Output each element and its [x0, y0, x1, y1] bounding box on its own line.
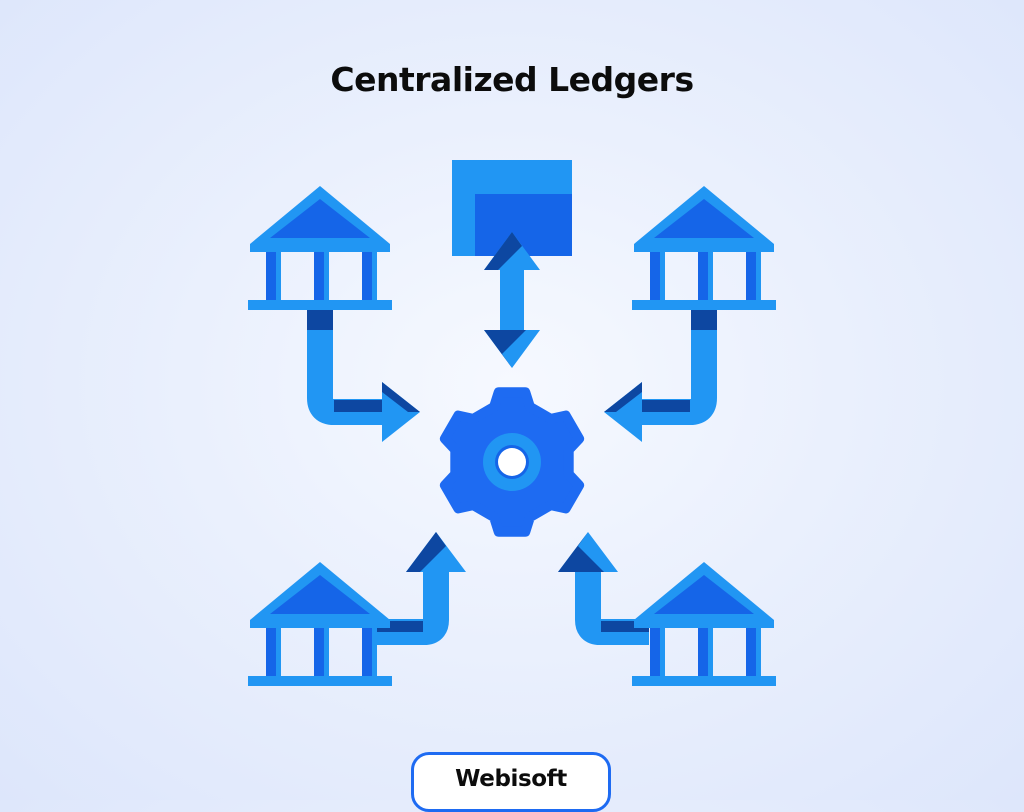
connector-arrow-bottom-left — [375, 532, 466, 645]
bank-icon — [248, 186, 392, 310]
diagram-title: Centralized Ledgers — [330, 60, 694, 99]
connector-arrow-top-left — [307, 310, 420, 442]
brand-logo-text: Webisoft — [455, 766, 567, 792]
bidirectional-arrow — [484, 232, 540, 368]
bank-icon — [632, 562, 776, 686]
bank-icon — [248, 562, 392, 686]
connector-arrow-bottom-right — [558, 532, 649, 645]
bank-icon — [632, 186, 776, 310]
brand-badge: Webisoft — [411, 752, 611, 812]
connector-arrow-top-right — [604, 310, 717, 442]
gear-icon — [439, 387, 585, 537]
